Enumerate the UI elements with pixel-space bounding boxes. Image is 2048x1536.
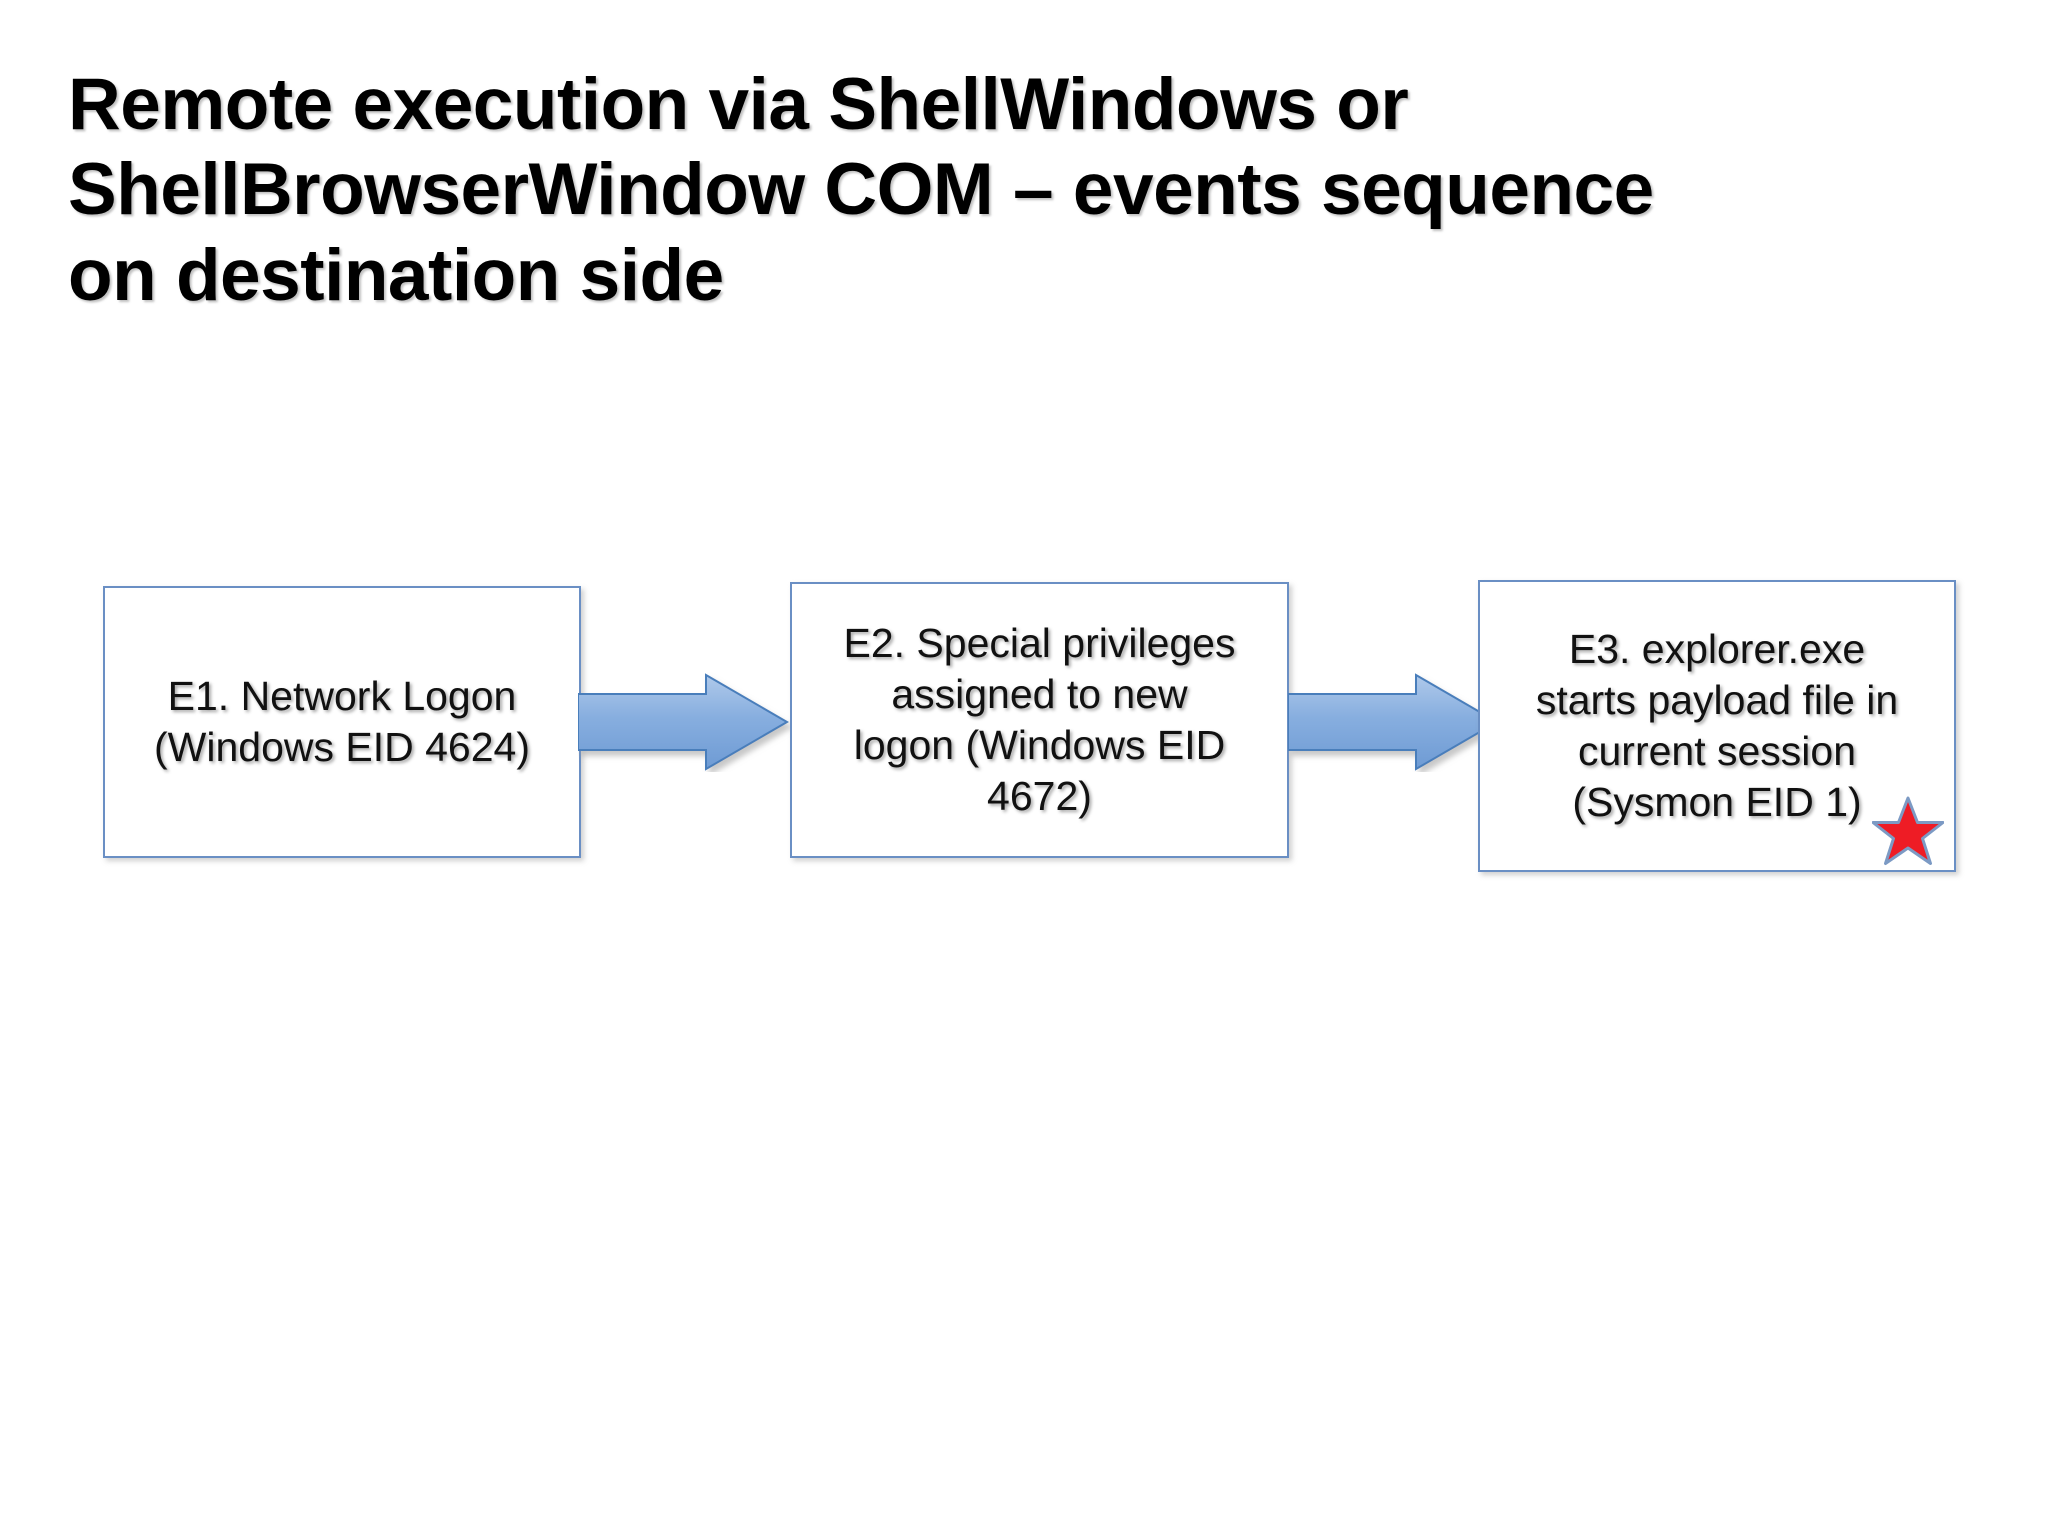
page-title: Remote execution via ShellWindows or She… bbox=[68, 64, 1654, 316]
red-star-icon bbox=[1871, 796, 1945, 866]
flow-step-e1-label: E1. Network Logon (Windows EID 4624) bbox=[154, 673, 530, 770]
flow-step-e3[interactable]: E3. explorer.exe starts payload file in … bbox=[1478, 580, 1956, 872]
right-arrow-icon bbox=[1287, 672, 1503, 772]
flow-step-e2[interactable]: E2. Special privileges assigned to new l… bbox=[790, 582, 1289, 858]
flow-step-e2-label: E2. Special privileges assigned to new l… bbox=[843, 620, 1236, 819]
flow-step-e1[interactable]: E1. Network Logon (Windows EID 4624) bbox=[103, 586, 581, 858]
flow-step-e3-label: E3. explorer.exe starts payload file in … bbox=[1535, 626, 1899, 825]
right-arrow-icon bbox=[577, 672, 793, 772]
